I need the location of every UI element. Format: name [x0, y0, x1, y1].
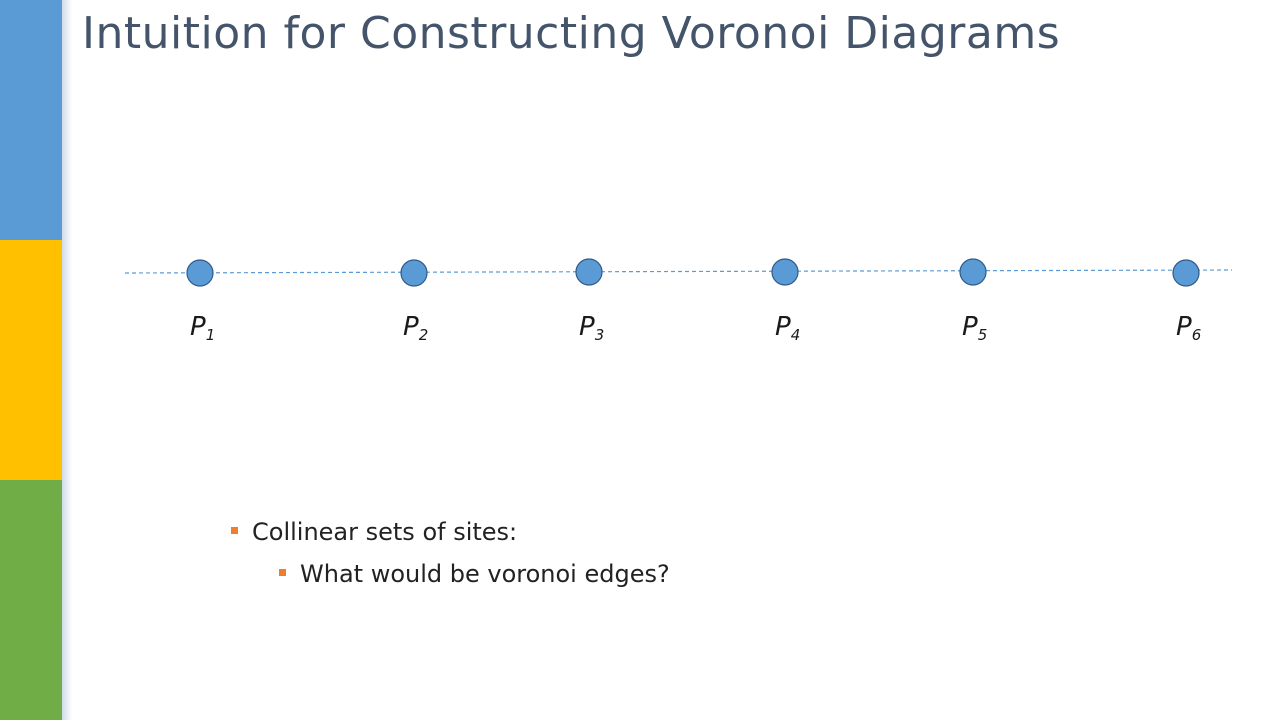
site-label: P3: [579, 312, 604, 344]
accent-bar-green: [0, 480, 62, 720]
square-bullet-icon: [279, 568, 286, 576]
site-label: P1: [190, 312, 215, 344]
site-point: [1172, 259, 1200, 287]
site-label: P5: [962, 312, 987, 344]
site-label: P6: [1176, 312, 1201, 344]
site-point: [959, 258, 987, 286]
accent-bar-shadow: [62, 0, 72, 720]
slide-title: Intuition for Constructing Voronoi Diagr…: [82, 8, 1061, 59]
site-point: [771, 258, 799, 286]
site-point: [400, 259, 428, 287]
site-point: [575, 258, 603, 286]
bullet-item: Collinear sets of sites:: [231, 518, 517, 546]
site-label: P4: [775, 312, 800, 344]
square-bullet-icon: [231, 526, 238, 534]
accent-bar-yellow: [0, 240, 62, 480]
bullet-text: Collinear sets of sites:: [252, 518, 518, 546]
site-point: [186, 259, 214, 287]
collinear-line: [124, 269, 1233, 274]
accent-bar-blue: [0, 0, 62, 240]
bullet-item-nested: What would be voronoi edges?: [279, 560, 670, 588]
site-label: P2: [403, 312, 428, 344]
bullet-text: What would be voronoi edges?: [300, 560, 670, 588]
